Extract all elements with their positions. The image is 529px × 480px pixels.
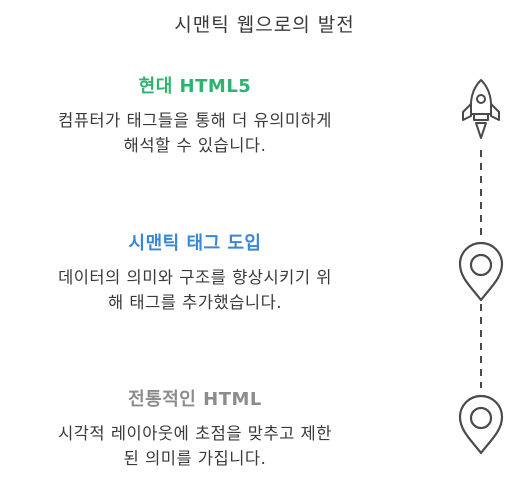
stage-semantic-tags: 시맨틱 태그 도입 데이터의 의미와 구조를 향상시키기 위 해 태그를 추가했… (0, 229, 390, 315)
stage-description-line: 해석할 수 있습니다. (123, 136, 267, 155)
map-pin-icon (458, 394, 504, 455)
stage-description-line: 시각적 레이아웃에 초점을 맞추고 제한 (58, 424, 332, 443)
stage-description-line: 된 의미를 가집니다. (123, 449, 267, 468)
stage-heading: 전통적인 HTML (128, 389, 262, 410)
stage-description-line: 데이터의 의미와 구조를 향상시키기 위 (58, 268, 332, 287)
stage-description: 데이터의 의미와 구조를 향상시키기 위 해 태그를 추가했습니다. (0, 265, 390, 315)
stage-description: 컴퓨터가 태그들을 통해 더 유의미하게 해석할 수 있습니다. (0, 108, 390, 158)
diagram-title: 시맨틱 웹으로의 발전 (174, 14, 355, 36)
rocket-icon (462, 79, 500, 139)
stage-description-line: 해 태그를 추가했습니다. (107, 293, 283, 312)
stage-heading: 현대 HTML5 (138, 76, 252, 97)
stage-description: 시각적 레이아웃에 초점을 맞추고 제한 된 의미를 가집니다. (0, 421, 390, 471)
map-pin-icon (458, 241, 504, 302)
stage-traditional-html: 전통적인 HTML 시각적 레이아웃에 초점을 맞추고 제한 된 의미를 가집니… (0, 385, 390, 471)
stage-description-line: 컴퓨터가 태그들을 통해 더 유의미하게 (58, 111, 332, 130)
stage-modern-html5: 현대 HTML5 컴퓨터가 태그들을 통해 더 유의미하게 해석할 수 있습니다… (0, 72, 390, 158)
stage-heading: 시맨틱 태그 도입 (128, 233, 262, 254)
